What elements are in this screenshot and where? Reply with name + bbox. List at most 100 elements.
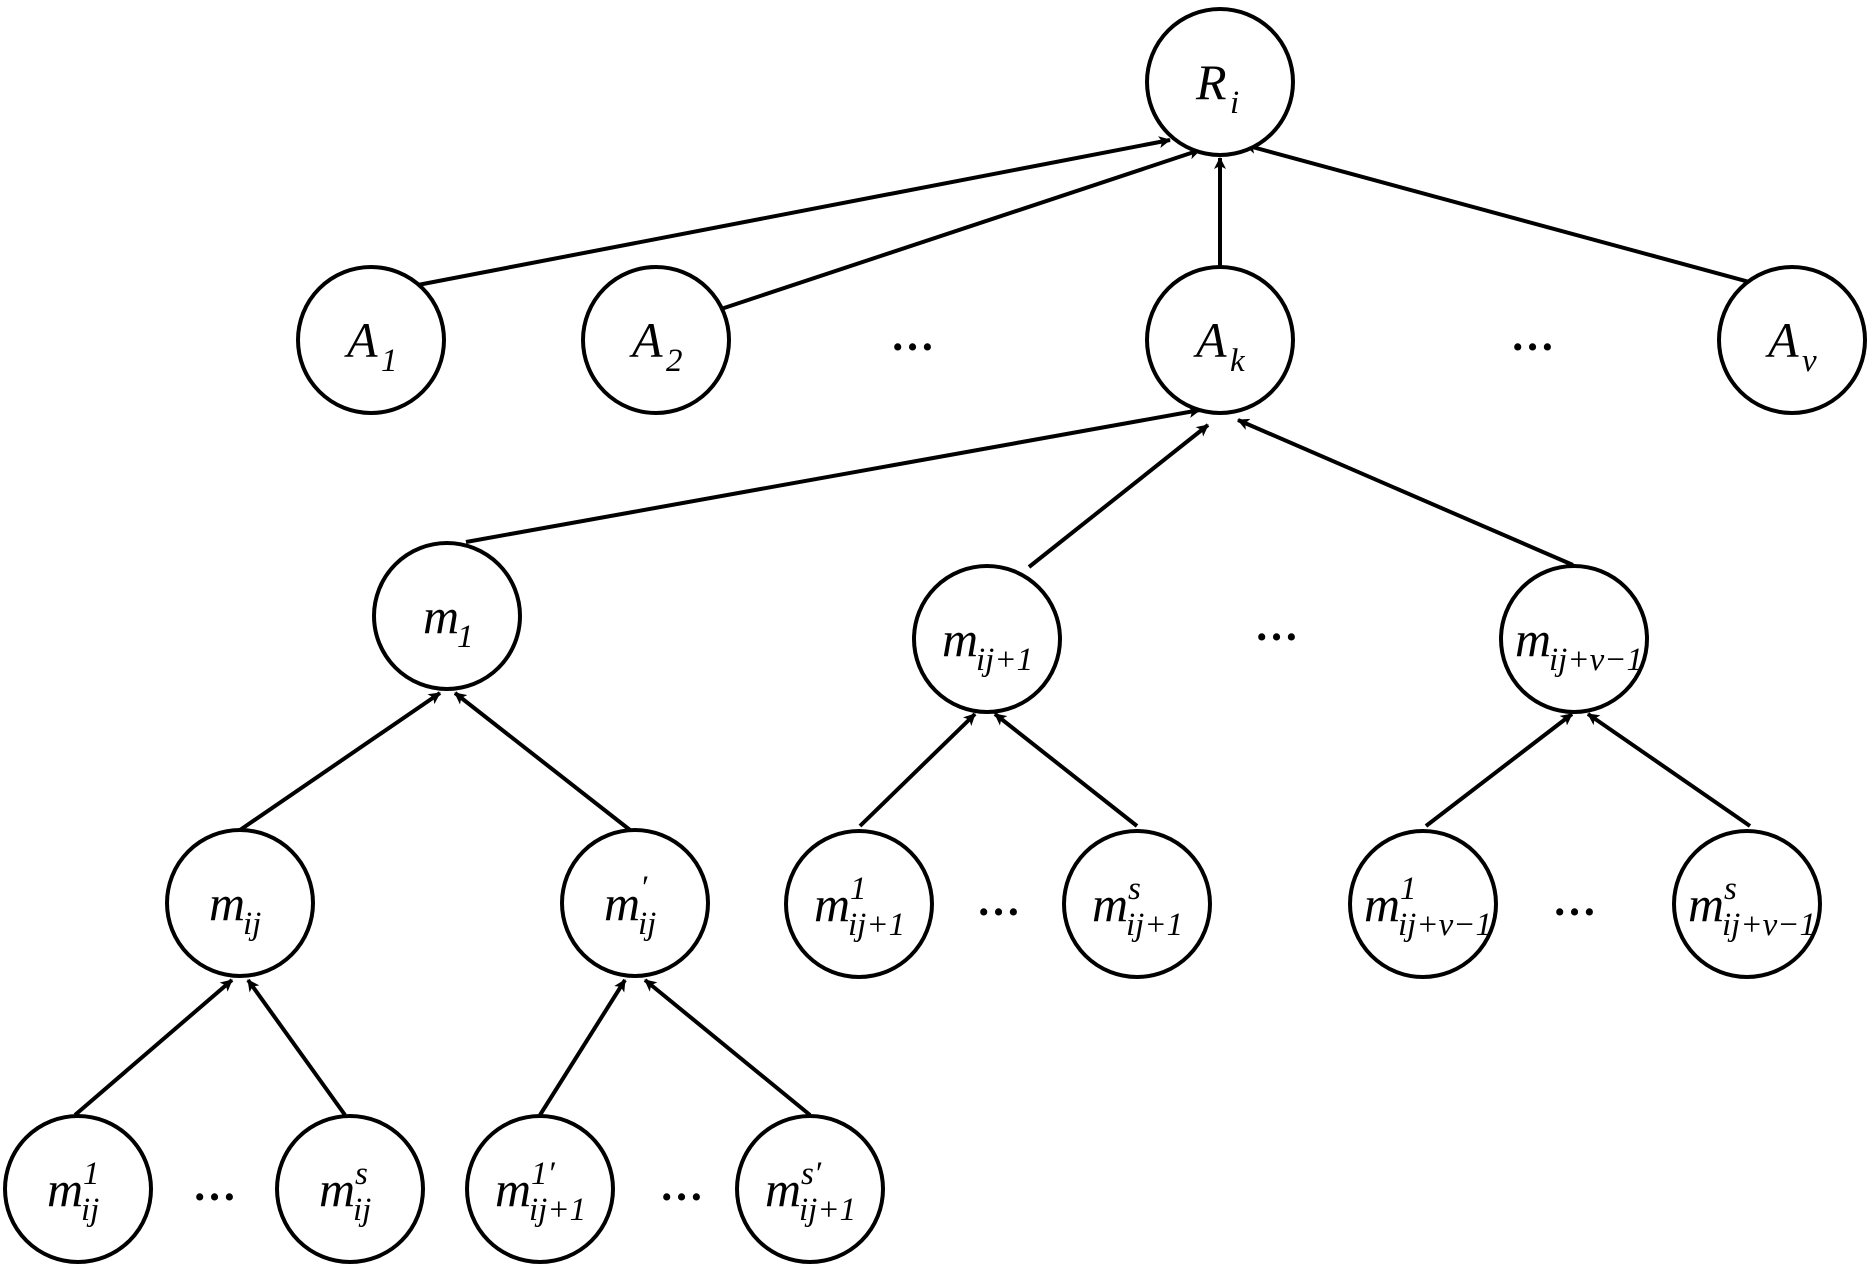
edge-msij1-to-mij1 — [993, 712, 1139, 828]
node-m1ijv1: mij+v−11 — [1348, 829, 1498, 979]
node-label-subscript: ij+1 — [848, 907, 905, 943]
node-circle — [372, 541, 522, 691]
node-label-base: m — [942, 611, 978, 667]
node-circle — [296, 265, 446, 415]
node-label-base: m — [1092, 876, 1128, 932]
node-label-base: m — [1515, 611, 1551, 667]
node-label-superscript: s — [1128, 871, 1141, 907]
edges — [73, 136, 1791, 1117]
node-circle — [735, 1114, 885, 1264]
node-label-subscript: ij — [353, 1192, 371, 1228]
node-mij1: mij+1 — [912, 564, 1062, 714]
node-label-subscript: ij+1 — [799, 1192, 856, 1228]
node-label-base: m — [604, 875, 640, 931]
node-label-base: m — [209, 875, 245, 931]
node-label-base: R — [1195, 54, 1227, 110]
edge-Av-to-Ri — [1244, 142, 1791, 295]
node-circle — [560, 828, 710, 978]
node-label-subscript: 1 — [457, 619, 474, 655]
edge-msijv1-to-mijv1 — [1586, 712, 1752, 828]
node-label-subscript: ij — [638, 906, 656, 942]
ellipsis-7: … — [660, 1161, 707, 1210]
node-circle — [581, 265, 731, 415]
node-mijv1: mij+v−1 — [1499, 564, 1649, 714]
node-label-base: m — [1364, 876, 1400, 932]
node-label-subscript: ij+v−1 — [1549, 642, 1643, 678]
node-circle — [1145, 7, 1295, 157]
node-label-subscript: 1 — [381, 343, 398, 379]
node-mij: mij — [165, 828, 315, 978]
edge-m1ij-to-mij — [73, 978, 234, 1117]
node-label-subscript: ij+1 — [976, 642, 1033, 678]
node-label-base: m — [1688, 876, 1724, 932]
node-msij1: mij+1s — [1062, 829, 1212, 979]
edge-A1-to-Ri — [370, 136, 1171, 296]
node-label-subscript: ij+v−1 — [1398, 907, 1492, 943]
ellipsis-2: … — [1511, 311, 1558, 360]
node-m1ij1: mij+11 — [784, 829, 934, 979]
node-mspij1: mij+1s′ — [735, 1114, 885, 1264]
edge-mspij1-to-mijp — [643, 978, 812, 1117]
ellipsis-3: … — [1255, 601, 1302, 650]
node-circle — [1062, 829, 1212, 979]
node-label-base: m — [495, 1161, 531, 1217]
node-m1: m1 — [372, 541, 522, 691]
node-label-base: A — [1765, 312, 1799, 368]
node-msijv1: mij+v−1s — [1672, 829, 1822, 979]
node-label-superscript: s′ — [801, 1156, 822, 1192]
node-label-subscript: ij+1 — [529, 1192, 586, 1228]
node-label-base: A — [629, 312, 663, 368]
node-label-subscript: ij — [81, 1192, 99, 1228]
ellipsis-5: … — [1553, 876, 1600, 925]
ellipses: ………………… — [193, 311, 1600, 1210]
node-label-superscript: 1′ — [531, 1156, 556, 1192]
node-circle — [1145, 265, 1295, 415]
node-label-subscript: 2 — [666, 343, 683, 379]
node-label-superscript: s — [1724, 871, 1737, 907]
node-label-base: m — [423, 588, 459, 644]
node-label-base: m — [319, 1161, 355, 1217]
edge-m1-to-Ak — [465, 406, 1201, 544]
edge-mij-to-m1 — [238, 691, 442, 832]
edge-m1ij1-to-mij1 — [858, 712, 977, 828]
node-label-superscript: ′ — [640, 870, 648, 906]
node-label-superscript: 1 — [850, 871, 867, 907]
edge-msij-to-mij — [246, 978, 347, 1117]
node-label-base: A — [1193, 312, 1227, 368]
node-label-superscript: s — [355, 1156, 368, 1192]
node-label-superscript: 1 — [83, 1156, 100, 1192]
node-circle — [1717, 265, 1867, 415]
node-circle — [784, 829, 934, 979]
node-circle — [465, 1114, 615, 1264]
node-label-base: m — [814, 876, 850, 932]
node-label-base: m — [765, 1161, 801, 1217]
node-label-superscript: 1 — [1400, 871, 1417, 907]
edge-A2-to-Ri — [708, 147, 1201, 315]
edge-mij1-to-Ak — [1027, 423, 1210, 569]
node-label-subscript: ij+v−1 — [1722, 907, 1816, 943]
node-label-base: m — [47, 1161, 83, 1217]
edge-m1ijv1-to-mijv1 — [1424, 712, 1574, 828]
node-circle — [275, 1114, 425, 1264]
node-circle — [1348, 829, 1498, 979]
node-label-subscript: v — [1802, 343, 1817, 379]
node-circle — [1499, 564, 1649, 714]
node-label-subscript: ij+1 — [1126, 907, 1183, 943]
node-label-subscript: i — [1230, 85, 1239, 121]
edge-mijv1-to-Ak — [1237, 418, 1574, 567]
node-label-subscript: k — [1230, 343, 1246, 379]
node-circle — [3, 1114, 153, 1264]
edge-m1pij1-to-mijp — [538, 978, 627, 1117]
node-circle — [165, 828, 315, 978]
node-label-base: A — [344, 312, 378, 368]
node-mijp: mij′ — [560, 828, 710, 978]
ellipsis-1: … — [891, 311, 938, 360]
